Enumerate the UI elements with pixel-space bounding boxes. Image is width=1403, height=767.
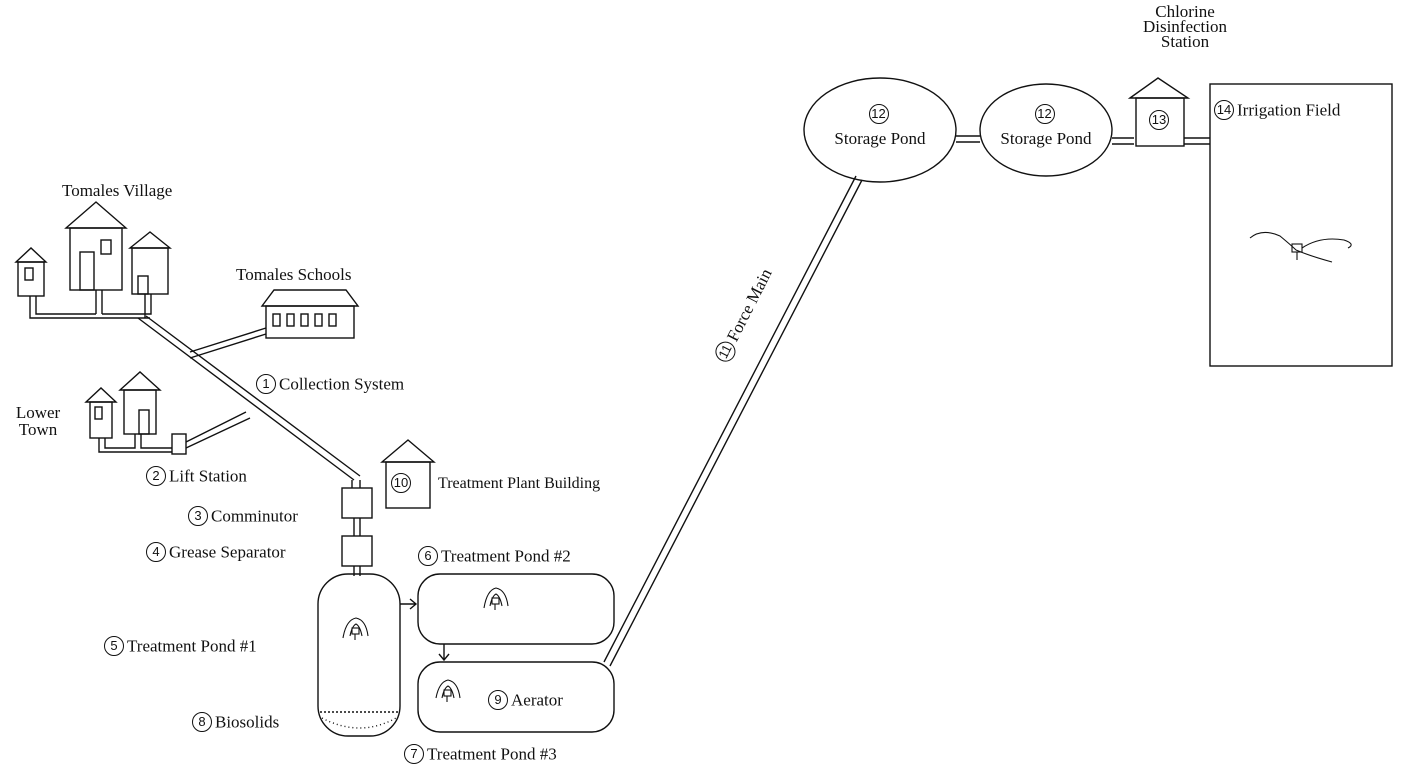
village-house-center (64, 201, 128, 291)
treatment-pond-3 (417, 661, 615, 733)
village-house-right (128, 231, 172, 295)
component-name: Biosolids (215, 712, 280, 732)
component-number: 9 (488, 690, 508, 711)
lower-town-line2: Town (18, 420, 58, 439)
component-name: Lift Station (169, 466, 247, 486)
component-storage-pond-1: 12 Storage Pond (804, 104, 956, 147)
component-name: Comminutor (211, 506, 298, 526)
tomales-schools-label: Tomales Schools (236, 265, 352, 284)
component-number: 5 (104, 636, 124, 657)
aerator-spray-icons (342, 587, 509, 702)
storage-pond-1 (803, 77, 957, 183)
village-laterals (29, 290, 152, 319)
force-main-line (603, 175, 863, 667)
component-name: Treatment Pond #3 (427, 744, 557, 764)
component-name: Grease Separator (169, 542, 286, 562)
component-number: 1 (256, 374, 276, 395)
component-name: Aerator (511, 690, 563, 710)
component-number: 3 (188, 506, 208, 527)
component-treatment-plant-building: Treatment Plant Building (438, 475, 601, 492)
village-house-left (14, 247, 48, 297)
component-number: 8 (192, 712, 212, 733)
component-name: Collection System (279, 374, 405, 394)
component-number: 2 (146, 466, 166, 487)
component-number: 12 (1034, 104, 1055, 125)
irrigation-field (1209, 83, 1393, 367)
component-number: 14 (1214, 100, 1234, 121)
component-number: 4 (146, 542, 166, 563)
component-number: 13 (1149, 110, 1169, 131)
component-name: Treatment Pond #2 (441, 546, 571, 566)
chlorine-line3: Station (1160, 32, 1210, 51)
component-number: 10 (391, 473, 411, 494)
component-number: 6 (418, 546, 438, 567)
treatment-pond-1 (317, 573, 401, 737)
component-name: Storage Pond (834, 129, 926, 149)
collection-line (137, 315, 361, 481)
component-storage-pond-2: 12 Storage Pond (980, 104, 1112, 147)
chlorine-line2: Disinfection (1142, 17, 1228, 36)
lower-town-line1: Lower (15, 403, 61, 422)
chlorine-line1: Chlorine (1155, 2, 1215, 21)
component-treatment-plant-number: 10 (391, 473, 414, 494)
tomales-village-label: Tomales Village (62, 181, 173, 200)
lower-house-left (84, 387, 118, 439)
lower-laterals (98, 411, 251, 455)
component-number: 12 (868, 104, 889, 125)
component-name: Treatment Pond #1 (127, 636, 257, 656)
sprinkler-icon (1249, 231, 1352, 263)
schools-building (260, 289, 360, 339)
storage-pond-2 (979, 83, 1113, 177)
lower-town-label: Lower Town (8, 404, 68, 438)
comminutor-box (341, 480, 373, 576)
component-number: 7 (404, 744, 424, 765)
pond-arrows (400, 598, 450, 662)
lower-house-right (118, 371, 162, 435)
component-chlorine-station-number: 13 (1149, 110, 1172, 131)
treatment-pond-2 (417, 573, 615, 645)
chlorine-station-label: Chlorine Disinfection Station (1120, 2, 1250, 51)
chlorine-station-building (1127, 77, 1210, 147)
component-name: Storage Pond (1000, 129, 1092, 149)
component-name: Irrigation Field (1237, 100, 1341, 120)
